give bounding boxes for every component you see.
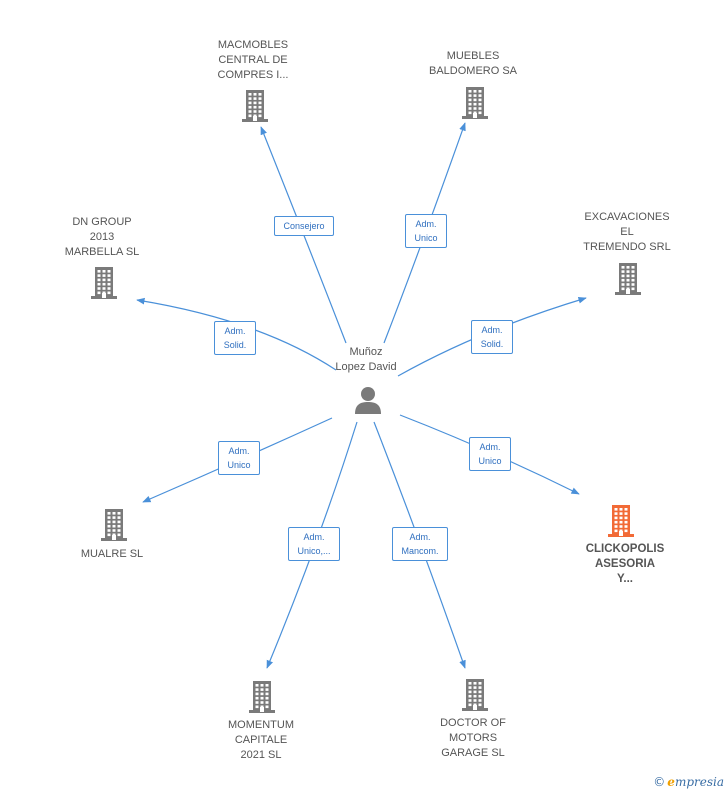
role-label-macmobles: Consejero [274, 216, 334, 236]
edge-macmobles [260, 126, 347, 344]
building-icon[interactable] [99, 508, 129, 542]
building-icon[interactable] [460, 86, 490, 120]
role-label-doctor: Adm. Mancom. [392, 527, 448, 561]
company-label-clickopolis[interactable]: CLICKOPOLIS ASESORIA Y... [585, 543, 665, 585]
copyright-symbol: © [653, 775, 666, 789]
role-label-momentum: Adm. Unico,... [288, 527, 340, 561]
brand-name: mpresia [674, 775, 724, 789]
role-label-muebles: Adm. Unico [405, 214, 447, 248]
center-person-label: Muñoz Lopez David [335, 346, 397, 373]
building-icon[interactable] [606, 504, 636, 538]
building-icon[interactable] [89, 266, 119, 300]
building-icon[interactable] [240, 89, 270, 123]
person-icon[interactable] [353, 385, 383, 415]
brand-initial: e [667, 775, 675, 789]
role-label-clickopolis: Adm. Unico [469, 437, 511, 471]
company-label-doctor[interactable]: DOCTOR OF MOTORS GARAGE SL [440, 717, 506, 759]
company-label-excavaciones[interactable]: EXCAVACIONES EL TREMENDO SRL [583, 211, 671, 253]
company-label-macmobles[interactable]: MACMOBLES CENTRAL DE COMPRES I... [217, 39, 289, 81]
building-icon[interactable] [460, 678, 490, 712]
company-label-muebles[interactable]: MUEBLES BALDOMERO SA [428, 50, 518, 77]
role-label-dngroup: Adm. Solid. [214, 321, 256, 355]
building-icon[interactable] [247, 680, 277, 714]
company-label-mualre[interactable]: MUALRE SL [80, 548, 144, 560]
company-label-momentum[interactable]: MOMENTUM CAPITALE 2021 SL [228, 719, 294, 761]
building-icon[interactable] [613, 262, 643, 296]
role-label-excavaciones: Adm. Solid. [471, 320, 513, 354]
brand-watermark: ©empresia [653, 775, 724, 789]
role-label-mualre: Adm. Unico [218, 441, 260, 475]
company-label-dngroup[interactable]: DN GROUP 2013 MARBELLA SL [64, 216, 140, 258]
